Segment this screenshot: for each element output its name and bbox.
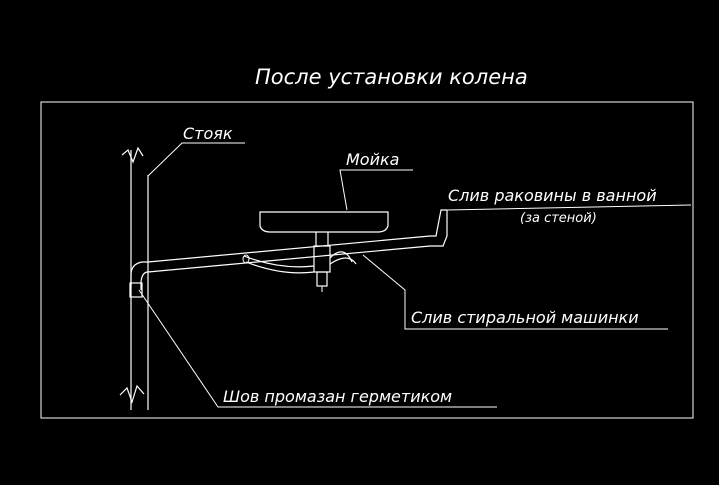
label-behind-wall: (за стеной) — [520, 211, 597, 226]
drain-pipe — [147, 209, 448, 273]
riser-pipe — [119, 146, 149, 410]
leader-lines — [138, 142, 692, 408]
drawing-frame — [40, 101, 694, 419]
label-sink: Мойка — [346, 150, 399, 169]
elbow-fitting — [129, 261, 149, 298]
sink — [259, 211, 389, 292]
label-seam: Шов промазан герметиком — [223, 387, 452, 406]
label-bath-drain: Слив раковины в ванной — [448, 186, 657, 205]
washer-hose — [242, 251, 357, 274]
label-riser: Стояк — [183, 124, 233, 143]
label-washer-drain: Слив стиральной машинки — [411, 308, 639, 327]
drawing-title: После установки колена — [255, 65, 528, 89]
